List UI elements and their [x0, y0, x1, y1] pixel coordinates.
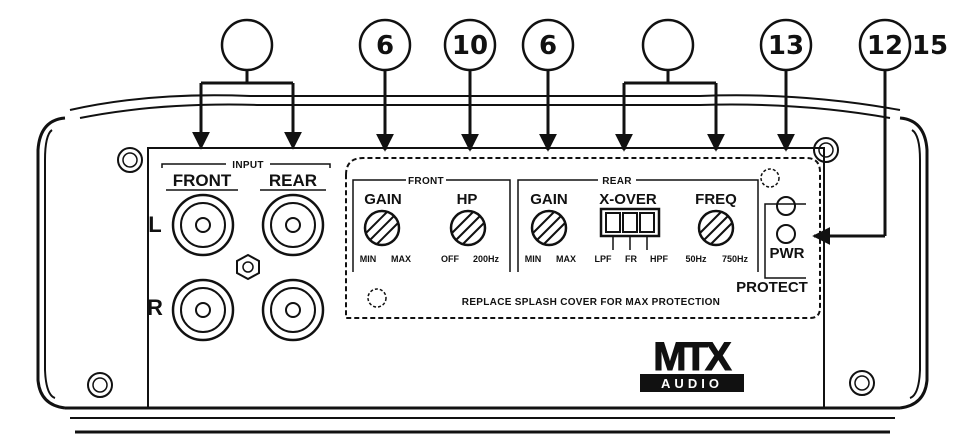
front-hp-label: HP [457, 191, 478, 208]
input-rear-label: REAR [269, 171, 317, 190]
rca-jack-front-left[interactable] [171, 193, 235, 257]
front-control-group: FRONT GAIN HP MIN MAX OFF 200Hz [352, 176, 511, 272]
svg-text:10: 10 [452, 31, 488, 61]
rca-jack-front-right[interactable] [171, 278, 235, 342]
rear-gain-label: GAIN [530, 191, 568, 208]
status-section: PWR PROTECT [736, 196, 808, 296]
rear-gain-knob[interactable] [530, 209, 568, 247]
pwr-label: PWR [770, 245, 805, 262]
corner-screw-top-right [813, 137, 839, 163]
rear-freq-knob[interactable] [697, 209, 735, 247]
callout-pwr-led: 13 [759, 18, 813, 72]
rear-section-title: REAR [602, 176, 632, 187]
logo-sub: AUDIO [661, 376, 723, 391]
splash-cover: REPLACE SPLASH COVER FOR MAX PROTECTION [345, 157, 821, 319]
channel-left-label: L [148, 212, 161, 237]
channel-right-label: R [147, 295, 163, 320]
rear-gain-min: MIN [525, 254, 542, 264]
input-front-label: FRONT [173, 171, 232, 190]
xover-switch[interactable] [599, 207, 661, 250]
callout-arrows [192, 70, 887, 245]
front-hp-off: OFF [441, 254, 459, 264]
callout-front-hp: 10 [443, 18, 497, 72]
rear-freq-min: 50Hz [685, 254, 707, 264]
rear-freq-label: FREQ [695, 191, 737, 208]
svg-text:6: 6 [376, 31, 394, 61]
rca-jack-rear-left[interactable] [261, 193, 325, 257]
callout-protect-led-extra: 15 [912, 31, 948, 61]
svg-text:6: 6 [539, 31, 557, 61]
rear-gain-max: MAX [556, 254, 576, 264]
svg-text:13: 13 [768, 31, 804, 61]
splash-cover-note: REPLACE SPLASH COVER FOR MAX PROTECTION [462, 297, 720, 308]
rear-freq-max: 750Hz [722, 254, 749, 264]
front-hp-knob[interactable] [449, 209, 487, 247]
front-gain-min: MIN [360, 254, 377, 264]
callout-rear-gain: 6 [521, 18, 575, 72]
front-hp-max: 200Hz [473, 254, 500, 264]
amplifier-body [36, 94, 929, 434]
front-gain-max: MAX [391, 254, 411, 264]
xover-lpf-label: LPF [595, 254, 613, 264]
front-gain-knob[interactable] [363, 209, 401, 247]
corner-screw-top-left [117, 147, 143, 173]
protect-label: PROTECT [736, 279, 808, 296]
pwr-led [776, 224, 796, 244]
xover-fr-label: FR [625, 254, 637, 264]
rca-jack-rear-right[interactable] [261, 278, 325, 342]
logo-brand: MTX [653, 335, 732, 379]
rear-control-group: REAR GAIN X-OVER FREQ MIN MAX LPF FR HPF… [517, 176, 759, 272]
corner-screw-bottom-right [849, 370, 875, 396]
svg-text:12: 12 [867, 31, 903, 61]
callout-protect-led: 12 15 [858, 18, 948, 72]
front-section-title: FRONT [408, 176, 444, 187]
xover-hpf-label: HPF [650, 254, 669, 264]
protect-led [776, 196, 796, 216]
mtx-logo: MTX AUDIO [640, 335, 744, 392]
callout-rear-group [641, 18, 695, 72]
input-title: INPUT [232, 160, 264, 171]
callout-input-group [220, 18, 274, 72]
corner-screw-bottom-left [87, 372, 113, 398]
input-section: INPUT FRONT REAR L R [147, 160, 331, 320]
rear-xover-label: X-OVER [599, 191, 657, 208]
front-gain-label: GAIN [364, 191, 402, 208]
callout-front-gain: 6 [358, 18, 412, 72]
ground-nut [236, 253, 260, 281]
